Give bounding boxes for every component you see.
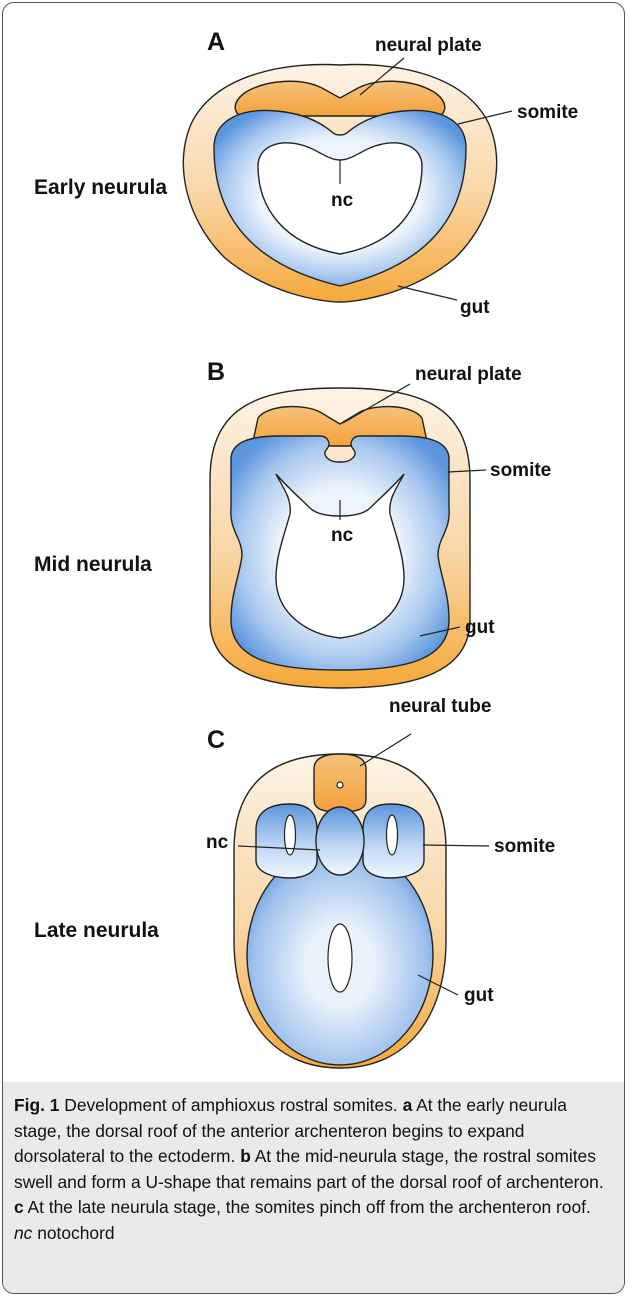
label-gut-b: gut [465,617,495,638]
label-nc-c: nc [206,832,229,853]
panel-letter-c: C [207,726,225,754]
panel-a: A neural plate somite gut nc Early neuru… [34,28,578,318]
caption-letter-c: c [14,1197,24,1217]
panel-b: B neural plate somite gut nc Mid neurula [34,358,551,688]
label-neural-tube-c: neural tube [389,696,491,717]
leader-gut-a [398,286,457,300]
label-somite-c: somite [494,836,555,857]
label-gut-a: gut [460,297,490,318]
caption-fig-label: Fig. 1 [14,1095,59,1115]
amphioxus-diagram: A neural plate somite gut nc Early neuru… [0,0,629,1085]
gut-lumen-c [328,924,352,992]
caption-letter-b: b [240,1146,251,1166]
stage-label-c: Late neurula [34,919,159,942]
neural-canal-c [337,782,343,788]
stage-label-b: Mid neurula [34,553,152,576]
label-somite-b: somite [490,460,551,481]
label-neural-plate-b: neural plate [415,364,522,385]
caption-letter-a: a [403,1095,413,1115]
figure-caption: Fig. 1 Development of amphioxus rostral … [14,1093,614,1247]
panel-c: C neural tube somite gut nc Late neurula [34,696,555,1068]
stage-label-a: Early neurula [34,176,167,199]
panel-letter-a: A [207,28,225,56]
panel-letter-b: B [207,358,225,386]
caption-title: Development of amphioxus rostral somites… [59,1095,402,1115]
label-neural-plate-a: neural plate [375,35,482,56]
caption-abbreviation-text: notochord [32,1223,114,1243]
caption-abbreviation: nc [14,1223,32,1243]
label-gut-c: gut [464,985,494,1006]
caption-text-c: At the late neurula stage, the somites p… [24,1197,591,1217]
notochord-c [316,807,364,875]
label-nc-a: nc [331,190,354,211]
label-nc-b: nc [331,525,354,546]
somite-right-lumen-c [387,815,398,855]
label-somite-a: somite [517,102,578,123]
